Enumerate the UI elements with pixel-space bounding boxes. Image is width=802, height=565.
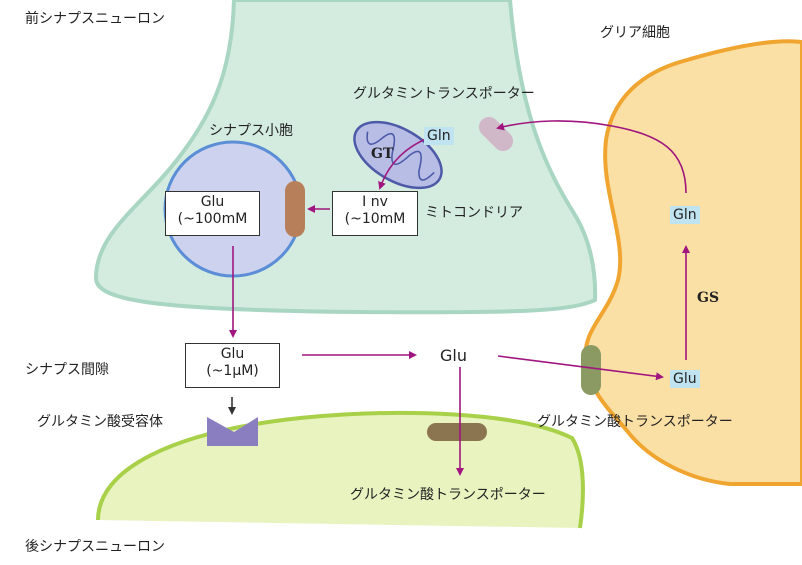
box-cytosol-glu-line2: (~10mM (344, 211, 406, 227)
text-glu-free: Glu (440, 346, 467, 365)
box-vesicle-glu: Glu (~100mM (165, 191, 260, 236)
glu-receptor-shape (207, 417, 258, 446)
label-post-neuron: 後シナプスニューロン (25, 539, 165, 555)
label-glu-transporter-glia: グルタミン酸トランスポーター (537, 414, 733, 430)
post-neuron-shape (96, 410, 585, 529)
box-cytosol-glu-line1: I nv (362, 194, 388, 210)
tag-gln-mito: Gln (424, 127, 454, 145)
box-vesicle-glu-line2: (~100mM (177, 211, 248, 227)
label-pre-neuron: 前シナプスニューロン (25, 11, 165, 27)
pre-neuron-shape (93, 0, 598, 315)
pathway-arrows (229, 120, 690, 476)
box-cleft-glu: Glu (~1μM) (185, 343, 280, 388)
enzyme-gt: GT (371, 146, 394, 162)
box-vesicle-glu-line1: Glu (200, 194, 225, 210)
box-cytosol-glu: I nv (~10mM (332, 191, 418, 236)
label-glu-transporter-post: グルタミン酸トランスポーター (350, 487, 546, 503)
label-vesicle: シナプス小胞 (209, 123, 293, 139)
label-mitochondria: ミトコンドリア (425, 205, 523, 221)
label-gln-transporter: グルタミントランスポーター (353, 86, 535, 102)
enzyme-gs: GS (697, 290, 720, 306)
label-synaptic-cleft: シナプス間隙 (25, 362, 109, 378)
box-cleft-glu-line1: Glu (220, 346, 245, 362)
post-glu-transporter-shape (427, 423, 487, 441)
arrow-gln-to-glu (378, 137, 429, 190)
glia-cell-shape (583, 39, 802, 486)
tag-gln-glia: Gln (670, 206, 700, 224)
vesicle-transporter (285, 181, 305, 237)
gln-transporter-shape (478, 116, 514, 152)
arrow-glia-gln-to-pre (496, 120, 687, 194)
glia-glu-transporter-shape (581, 345, 601, 395)
tag-glu-glia: Glu (670, 370, 700, 388)
arrow-free-glu-to-glia (497, 355, 664, 381)
box-cleft-glu-line2: (~1μM) (206, 363, 259, 379)
label-glia-cell: グリア細胞 (600, 25, 670, 41)
label-glu-receptor: グルタミン酸受容体 (37, 414, 163, 430)
